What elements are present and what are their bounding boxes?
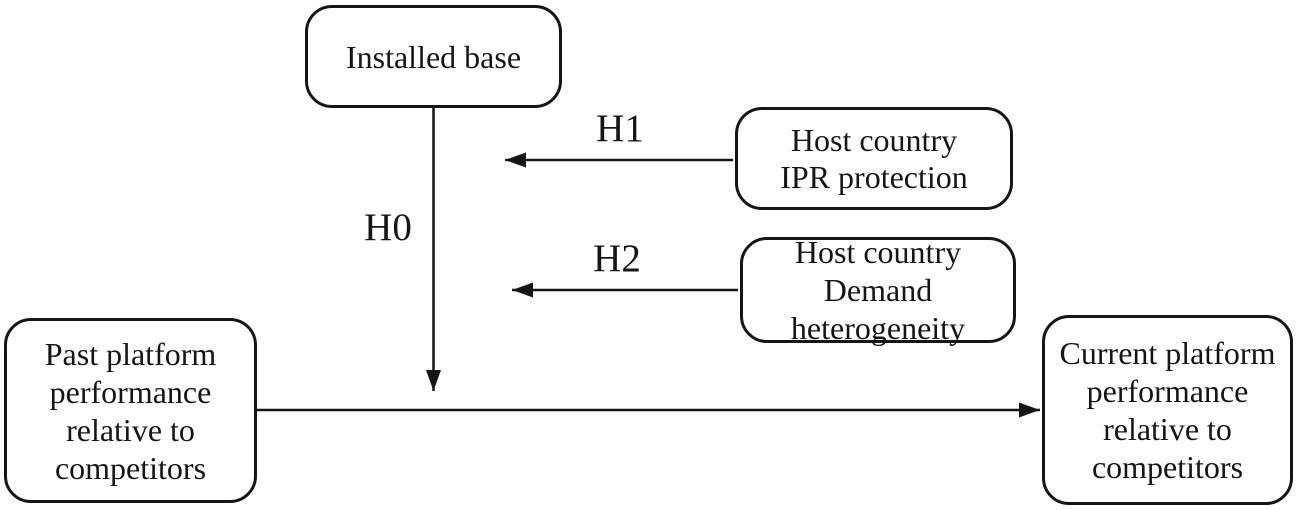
node-host-country-demand-heterogeneity: Host country Demand heterogeneity (740, 234, 1016, 346)
node-demand-label-line: heterogeneity (790, 310, 966, 346)
node-past-label-line: relative to (66, 411, 195, 448)
node-past-label-line: competitors (54, 449, 207, 486)
node-current-label-line: relative to (1103, 411, 1232, 447)
node-demand-label-line: Demand (823, 272, 933, 308)
edge-label-h1: H1 (596, 107, 644, 150)
node-host-country-ipr-protection: Host country IPR protection (735, 107, 1013, 210)
edge-label-h2: H2 (593, 237, 641, 280)
node-installed-base: Installed base (305, 5, 562, 108)
node-past-label-line: Past platform (44, 335, 217, 372)
edge-label-h0: H0 (364, 206, 412, 249)
node-current-label-line: competitors (1091, 449, 1244, 485)
node-installed-base-label: Installed base (345, 38, 522, 75)
node-demand-label-line: Host country (794, 234, 962, 270)
node-current-label-line: performance (1086, 373, 1249, 409)
node-past-platform-performance: Past platform performance relative to co… (4, 318, 257, 503)
node-current-platform-performance: Current platform performance relative to… (1042, 315, 1293, 505)
node-ipr-label-line: Host country (790, 121, 958, 158)
node-ipr-label-line: IPR protection (780, 158, 968, 195)
node-past-label-line: performance (49, 373, 212, 410)
node-current-label-line: Current platform (1059, 335, 1276, 371)
